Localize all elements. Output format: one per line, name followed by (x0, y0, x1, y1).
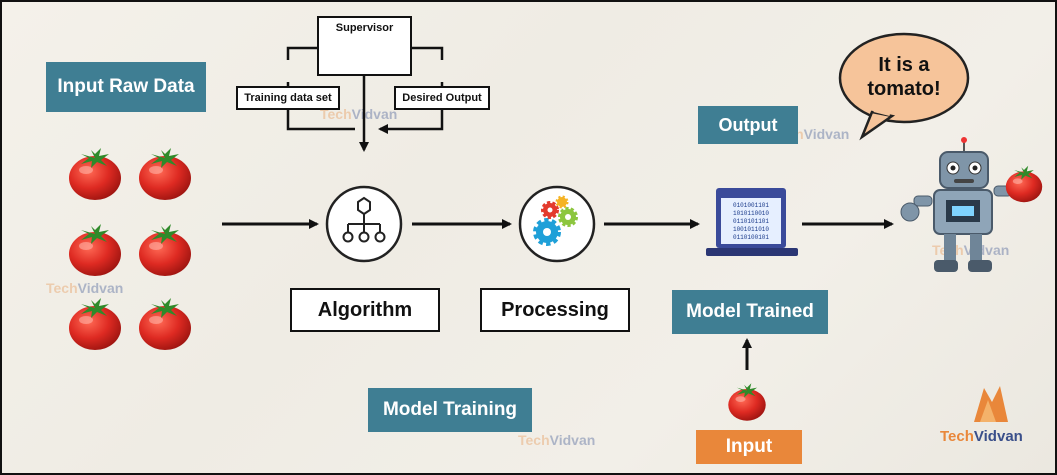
techvidvan-logo-icon (974, 386, 1008, 422)
gears-icon (518, 185, 596, 263)
watermark: TechVidvan (46, 280, 124, 296)
svg-text:1010110010: 1010110010 (733, 210, 769, 217)
connector-line (412, 46, 444, 60)
algorithm-hierarchy-icon (325, 185, 403, 263)
supervisor-label: Supervisor (335, 22, 394, 34)
svg-text:0101001101: 0101001101 (733, 202, 769, 209)
output-label: Output (698, 106, 798, 144)
tomato-icon (1005, 165, 1043, 203)
tomato-icon (69, 148, 121, 200)
processing-label: Processing (480, 288, 630, 332)
tomato-icon (139, 148, 191, 200)
connector-line (286, 46, 317, 60)
watermark: TechVidvan (518, 432, 596, 448)
algorithm-label: Algorithm (290, 288, 440, 332)
tomato-icon (69, 224, 121, 276)
speech-line-2: tomato! (867, 78, 941, 100)
binary-monitor-icon: 0101001101 1010110010 0110101101 1001011… (706, 188, 798, 256)
svg-text:1001011010: 1001011010 (733, 226, 769, 233)
desired-output-box: Desired Output (394, 86, 490, 110)
brand-part-2: Vidvan (973, 428, 1023, 445)
svg-text:0110100101: 0110100101 (733, 234, 769, 241)
input-label: Input (696, 430, 802, 464)
brand-part-1: Tech (940, 428, 974, 445)
supervisor-box: Supervisor (317, 16, 412, 76)
techvidvan-brand-text: TechVidvan (940, 428, 1023, 445)
speech-line-1: It is a (878, 54, 930, 76)
svg-text:0110101101: 0110101101 (733, 218, 769, 225)
speech-bubble (838, 32, 970, 141)
model-trained-label: Model Trained (672, 290, 828, 334)
speech-bubble-text: It is a tomato! (852, 50, 956, 104)
tomato-icon (69, 298, 121, 350)
input-raw-data-label: Input Raw Data (46, 62, 206, 112)
robot-icon (900, 137, 1013, 272)
tomato-icon (728, 383, 766, 421)
tomato-icon (139, 298, 191, 350)
training-data-set-box: Training data set (236, 86, 340, 110)
model-training-label: Model Training (368, 388, 532, 432)
tomato-icon (139, 224, 191, 276)
